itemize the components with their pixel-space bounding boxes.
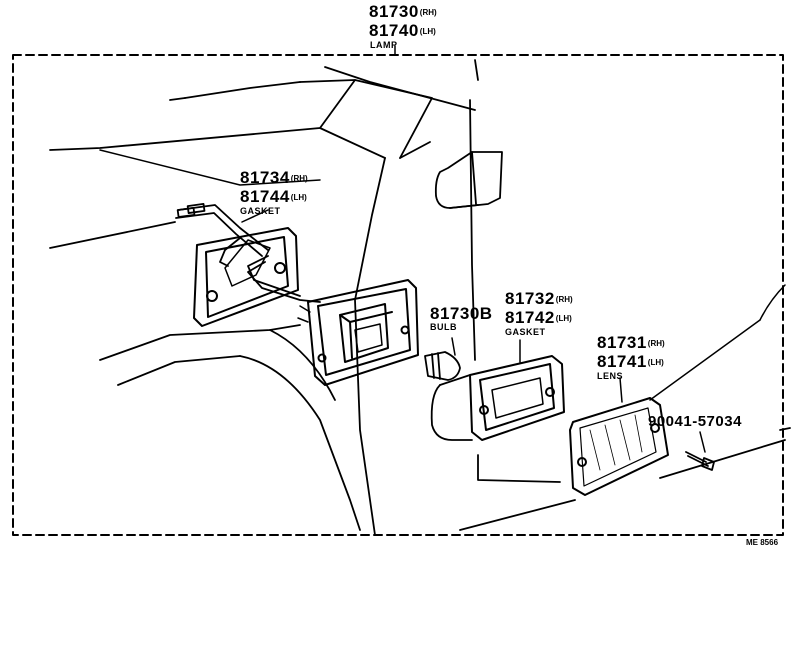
rear-gasket-label: 81734(RH) 81744(LH) GASKET [240,169,308,216]
lamp-rh-side: (RH) [419,8,437,17]
lens-lh-number: 81741 [597,352,647,371]
rear-gasket-lh-number: 81744 [240,187,290,206]
lamp-lh-side: (LH) [419,27,436,36]
front-gasket-rh-side: (RH) [555,295,573,304]
lamp-label: 81730(RH) 81740(LH) LAMP [369,3,437,50]
rear-gasket-name: GASKET [240,206,281,216]
drawing-code: ME 8566 [746,538,779,547]
dashed-frame [12,54,784,536]
front-gasket-lh-side: (LH) [555,314,572,323]
lamp-lh-number: 81740 [369,21,419,40]
vehicle-body [49,59,791,536]
front-gasket-name: GASKET [505,327,546,337]
screw-number: 90041-57034 [648,413,742,430]
lens-rh-side: (RH) [647,339,665,348]
bulb-name: BULB [430,322,457,332]
wire-connector [175,203,321,303]
lens-part [569,377,669,496]
bulb-number: 81730B [430,304,493,323]
bulb-part [424,337,461,381]
rear-gasket-rh-number: 81734 [240,168,290,187]
lens-name: LENS [597,371,624,381]
front-gasket-part [469,339,565,441]
lens-lh-side: (LH) [647,358,664,367]
lamp-housing-part [297,279,419,386]
leader-lines [99,149,786,401]
rear-gasket-rh-side: (RH) [290,174,308,183]
front-gasket-label: 81732(RH) 81742(LH) GASKET [505,290,573,337]
rear-gasket-part [193,227,299,327]
rear-gasket-lh-side: (LH) [290,193,307,202]
lens-rh-number: 81731 [597,333,647,352]
front-gasket-lh-number: 81742 [505,308,555,327]
lens-label: 81731(RH) 81741(LH) LENS [597,334,665,381]
front-gasket-rh-number: 81732 [505,289,555,308]
screw-part [685,431,715,471]
bulb-label: 81730B BULB [430,305,493,332]
lamp-rh-number: 81730 [369,2,419,21]
lamp-name: LAMP [370,40,398,50]
